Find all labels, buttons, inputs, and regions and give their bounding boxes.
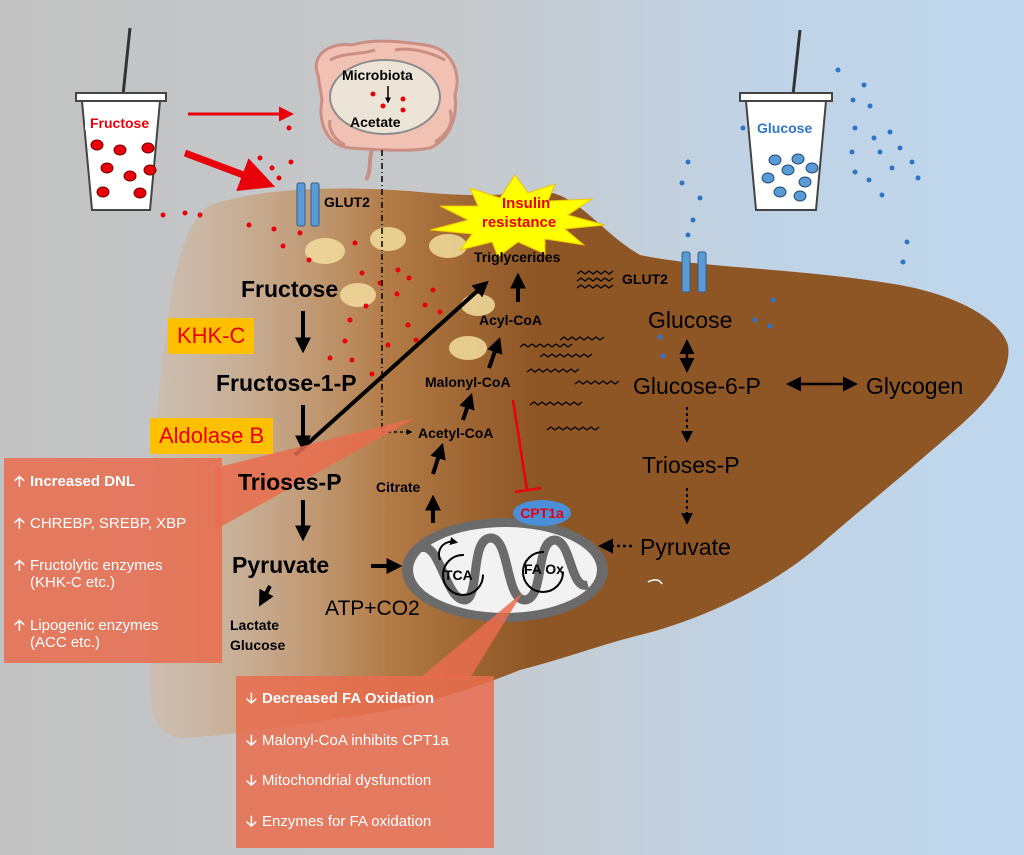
glut2-left-transporter xyxy=(296,182,320,227)
gut-intestine xyxy=(314,39,459,182)
glucose-output-label: Glucose xyxy=(230,637,286,653)
fa-ox-label: FA Ox xyxy=(524,561,564,577)
dnl-item-lipogenic-detail: (ACC etc.) xyxy=(30,634,101,651)
down-arrow-icon: 🡣 xyxy=(246,690,257,707)
glycogen-node: Glycogen xyxy=(866,373,964,399)
glucose-pyruvate-node: Pyruvate xyxy=(640,534,731,560)
fa-item-malonyl: Malonyl-CoA inhibits CPT1a xyxy=(262,732,449,749)
up-arrow-icon: 🡡 xyxy=(14,473,25,490)
trioses-p-node: Trioses-P xyxy=(238,469,342,495)
malonyl-coa-node: Malonyl-CoA xyxy=(425,374,511,390)
up-arrow-icon: 🡡 xyxy=(14,557,25,574)
dnl-item-transcription: CHREBP, SREBP, XBP xyxy=(30,515,187,532)
acetate-label: Acetate xyxy=(350,114,401,130)
fa-item-mito: Mitochondrial dysfunction xyxy=(262,772,432,789)
aldolase-b-enzyme: Aldolase B xyxy=(150,418,274,454)
down-arrow-icon: 🡣 xyxy=(246,732,257,749)
dnl-item-fructolytic: Fructolytic enzymes xyxy=(30,557,163,574)
glucose-6-p-node: Glucose-6-P xyxy=(633,373,761,399)
fa-item-enzymes: Enzymes for FA oxidation xyxy=(262,813,432,830)
liver-shape xyxy=(149,188,1009,739)
cpt1a-badge: CPT1a xyxy=(513,500,571,526)
mitochondrion xyxy=(402,518,608,622)
fa-title: Decreased FA Oxidation xyxy=(262,690,435,707)
insulin-resistance-burst xyxy=(429,174,606,258)
microbiota-label: Microbiota xyxy=(342,67,413,83)
acetyl-coa-node: Acetyl-CoA xyxy=(418,425,494,441)
citrate-node: Citrate xyxy=(376,479,421,495)
fructose-1-p-node: Fructose-1-P xyxy=(216,370,357,396)
lactate-label: Lactate xyxy=(230,617,280,633)
insulin-label: Insulin xyxy=(502,195,551,212)
dnl-title: Increased DNL xyxy=(30,473,136,490)
fatty-acid-squiggles xyxy=(519,270,620,431)
glut2-right-label: GLUT2 xyxy=(622,271,668,287)
down-arrow-icon: 🡣 xyxy=(246,772,257,789)
up-arrow-icon: 🡡 xyxy=(14,617,25,634)
fructose-node: Fructose xyxy=(241,276,339,302)
pyruvate-node: Pyruvate xyxy=(232,552,330,578)
glucose-cup-label: Glucose xyxy=(752,118,818,138)
triglycerides-node: Triglycerides xyxy=(474,249,561,265)
tca-label: TCA xyxy=(444,567,473,583)
dnl-item-lipogenic: Lipogenic enzymes xyxy=(30,617,159,634)
khk-c-enzyme: KHK-C xyxy=(168,318,255,354)
dnl-item-fructolytic-detail: (KHK-C etc.) xyxy=(30,574,116,591)
glut2-left-label: GLUT2 xyxy=(324,194,370,210)
resistance-label: resistance xyxy=(482,214,557,231)
glucose-node: Glucose xyxy=(648,307,733,333)
glucose-trioses-p-node: Trioses-P xyxy=(642,452,740,478)
atp-co2-label: ATP+CO2 xyxy=(325,597,420,620)
glut2-right-transporter xyxy=(681,251,707,293)
fructose-cup-label: Fructose xyxy=(85,113,155,133)
down-arrow-icon: 🡣 xyxy=(246,813,257,830)
decreased-fa-oxidation-callout: 🡣 Decreased FA Oxidation 🡣 Malonyl-CoA inh… xyxy=(236,676,494,848)
up-arrow-icon: 🡡 xyxy=(14,515,25,532)
increased-dnl-callout: 🡡 Increased DNL 🡡 CHREBP, SREBP, XBP 🡡 Fruc… xyxy=(4,458,222,663)
glucose-dots xyxy=(657,67,921,359)
acyl-coa-node: Acyl-CoA xyxy=(479,312,543,328)
